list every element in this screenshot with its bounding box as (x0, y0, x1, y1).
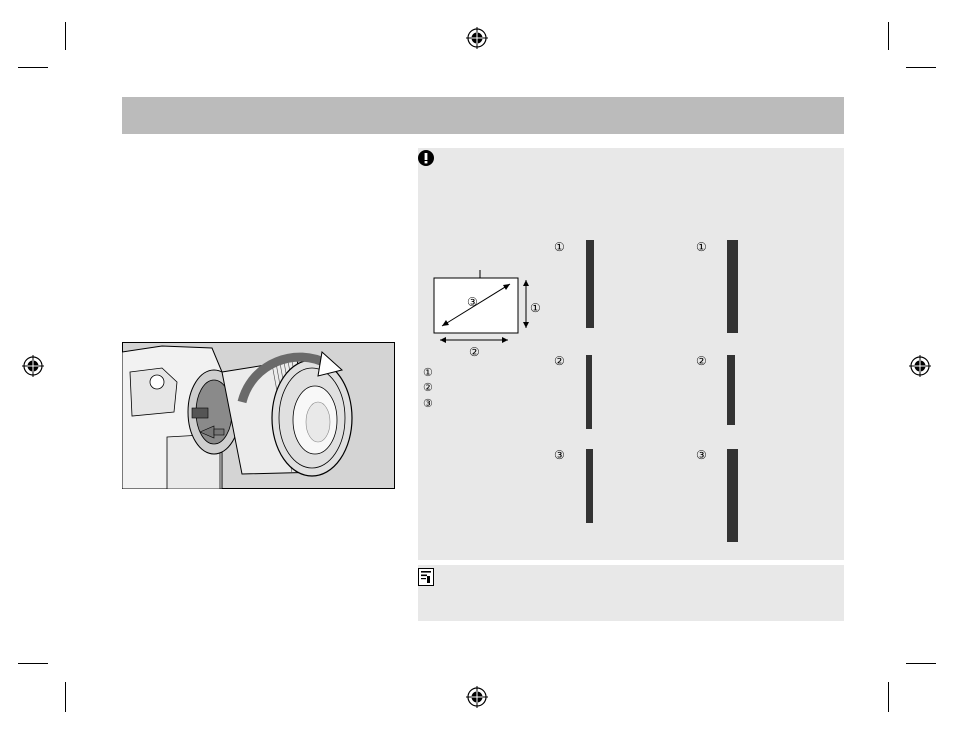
crop-mark (888, 22, 889, 50)
diagram-legend-1: ① (423, 367, 433, 379)
crop-mark (18, 663, 48, 664)
diagram-marker-diagonal: ③ (467, 295, 478, 309)
grid-cell (733, 366, 735, 379)
registration-mark-icon (466, 686, 488, 708)
grid-table (586, 240, 594, 328)
header-bar (122, 97, 844, 134)
diagram-legend-2: ② (423, 382, 433, 394)
grid-cell (736, 518, 738, 531)
grid-cell (733, 401, 735, 414)
grid-cell (736, 263, 738, 276)
grid-marker-right-1: ① (696, 240, 707, 254)
grid-cell (736, 251, 738, 264)
grid-cell (736, 320, 738, 333)
grid-cell (591, 478, 593, 494)
crop-mark (65, 22, 66, 50)
diagram-marker-width: ② (469, 345, 480, 359)
grid-cell (592, 312, 594, 328)
registration-mark-icon (466, 27, 488, 49)
grid-cell (592, 269, 594, 285)
grid-cell (736, 472, 738, 485)
caution-icon (418, 150, 434, 166)
note-icon (418, 568, 434, 586)
grid-cell (736, 495, 738, 508)
grid-cell (591, 463, 593, 479)
grid-table (586, 355, 592, 429)
grid-cell (733, 355, 735, 368)
grid-marker-left-1: ① (554, 240, 565, 254)
grid-cell (733, 378, 735, 391)
grid-marker-left-3: ③ (554, 448, 565, 462)
grid-cell (736, 286, 738, 299)
grid-cell (591, 507, 593, 523)
grid-cell (592, 254, 594, 270)
grid-cell (592, 240, 594, 256)
grid-table (727, 355, 735, 425)
crop-mark (888, 682, 889, 712)
grid-cell (592, 283, 594, 299)
grid-cell (733, 412, 735, 425)
grid-cell (591, 492, 593, 508)
sensor-size-diagram (433, 270, 529, 343)
grid-cell (736, 240, 738, 253)
grid-table (727, 240, 738, 333)
grid-cell (591, 449, 593, 465)
grid-cell (736, 460, 738, 473)
grid-cell (736, 297, 738, 310)
registration-mark-icon (22, 355, 44, 377)
crop-mark (18, 67, 48, 68)
grid-cell (736, 529, 738, 542)
grid-table (586, 449, 593, 523)
crop-mark (906, 663, 936, 664)
crop-mark (65, 682, 66, 712)
grid-cell (736, 274, 738, 287)
grid-cell (590, 355, 592, 371)
grid-marker-right-3: ③ (696, 448, 707, 462)
note-panel (418, 565, 844, 621)
grid-cell (736, 449, 738, 462)
grid-cell (590, 413, 592, 429)
crop-mark (906, 67, 936, 68)
camera-lens-illustration (122, 342, 395, 489)
grid-marker-left-2: ② (554, 354, 565, 368)
caution-panel (418, 148, 844, 560)
grid-cell (590, 398, 592, 414)
grid-cell (736, 483, 738, 496)
grid-cell (590, 369, 592, 385)
grid-cell (736, 309, 738, 322)
grid-cell (733, 389, 735, 402)
diagram-legend-3: ③ (423, 398, 433, 410)
registration-mark-icon (909, 355, 931, 377)
grid-marker-right-2: ② (696, 354, 707, 368)
grid-cell (590, 384, 592, 400)
grid-cell (736, 506, 738, 519)
grid-cell (592, 298, 594, 314)
grid-table (727, 449, 738, 542)
diagram-marker-height: ① (530, 301, 541, 315)
